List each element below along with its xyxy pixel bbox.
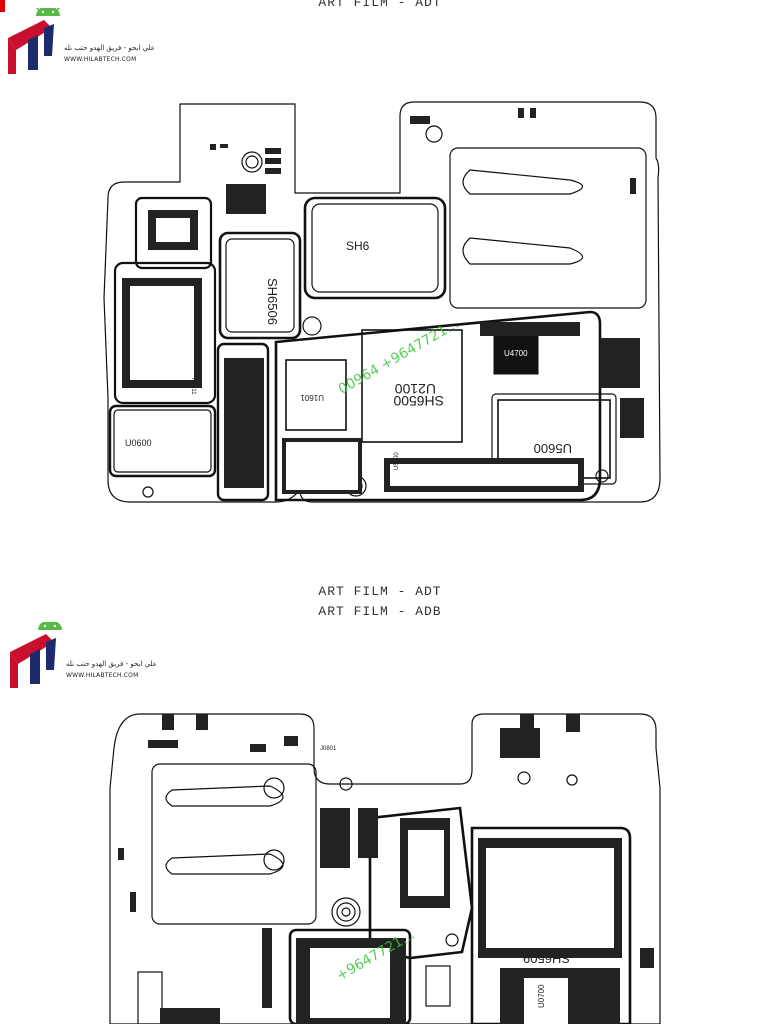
hilabtech-logo-2: علي ابحو - فريق الهدو حتب نله WWW.HILABT… (8, 620, 157, 692)
chip-u4700 (493, 333, 539, 375)
page-caption-1: ART FILM - ADT (318, 0, 442, 10)
label-sh6509: SH6509 (523, 951, 570, 966)
shield-bottom-right (470, 826, 632, 1024)
shield-small-left (216, 342, 270, 502)
logo-url-text: WWW.HILABTECH.COM (64, 56, 137, 63)
label-sh6: SH6 (346, 239, 370, 253)
label-u1601: U1601 (300, 393, 324, 402)
page-caption-2: ART FILM - ADT (318, 584, 442, 599)
camera-bay-bottom (151, 763, 317, 925)
label-u4700: U4700 (504, 349, 528, 358)
camera-bay (449, 147, 647, 309)
page-caption-3: ART FILM - ADB (318, 604, 442, 619)
label-u5200: U5200 (394, 452, 400, 470)
label-u2100: U2100 (395, 381, 436, 397)
chip-u2100 (361, 329, 463, 443)
label-fl411: FL411 (190, 378, 196, 395)
shield-u0600 (108, 404, 217, 478)
camera-slot-b1 (165, 785, 284, 807)
label-sh6500: SH6500 (393, 393, 444, 409)
red-corner-mark (0, 0, 5, 12)
label-u0600: U0600 (125, 438, 152, 448)
camera-slot-1 (462, 169, 584, 195)
board-outline-bottom (109, 713, 661, 1024)
label-u0700: U0700 (537, 984, 546, 1008)
logo-arabic-text: علي ابحو - فريق الهدو حتب نله (64, 44, 155, 52)
camera-slot-2 (462, 237, 584, 265)
board-outline (103, 101, 661, 503)
camera-slot-b2 (165, 853, 284, 875)
android-arrow-logo-icon (8, 6, 61, 74)
shield-topleft (134, 196, 213, 270)
shield-mid-left (113, 261, 217, 405)
label-j0801: J0801 (320, 746, 337, 752)
label-u5600: U5600 (534, 441, 572, 456)
shield-sh6 (303, 196, 447, 300)
chip-u1601 (285, 359, 347, 431)
hilabtech-logo: علي ابحو - فريق الهدو حتب نله WWW.HILABT… (6, 6, 155, 78)
pcb-top-board-diagram: U0600 U1601 U2100 SH6500 U5600 U4700 SH6… (103, 101, 661, 503)
shield-bottom-left (288, 928, 412, 1024)
label-sh6506: SH6506 (265, 278, 280, 325)
logo-arabic-text: علي ابحو - فريق الهدو حتب نله (66, 660, 157, 668)
pcb-bottom-board-diagram: U0700 SH6509 J0801 +9647721... (109, 713, 661, 1024)
android-arrow-logo-icon (10, 620, 62, 688)
logo-url-text: WWW.HILABTECH.COM (66, 672, 139, 679)
shield-sh6506 (218, 231, 302, 340)
